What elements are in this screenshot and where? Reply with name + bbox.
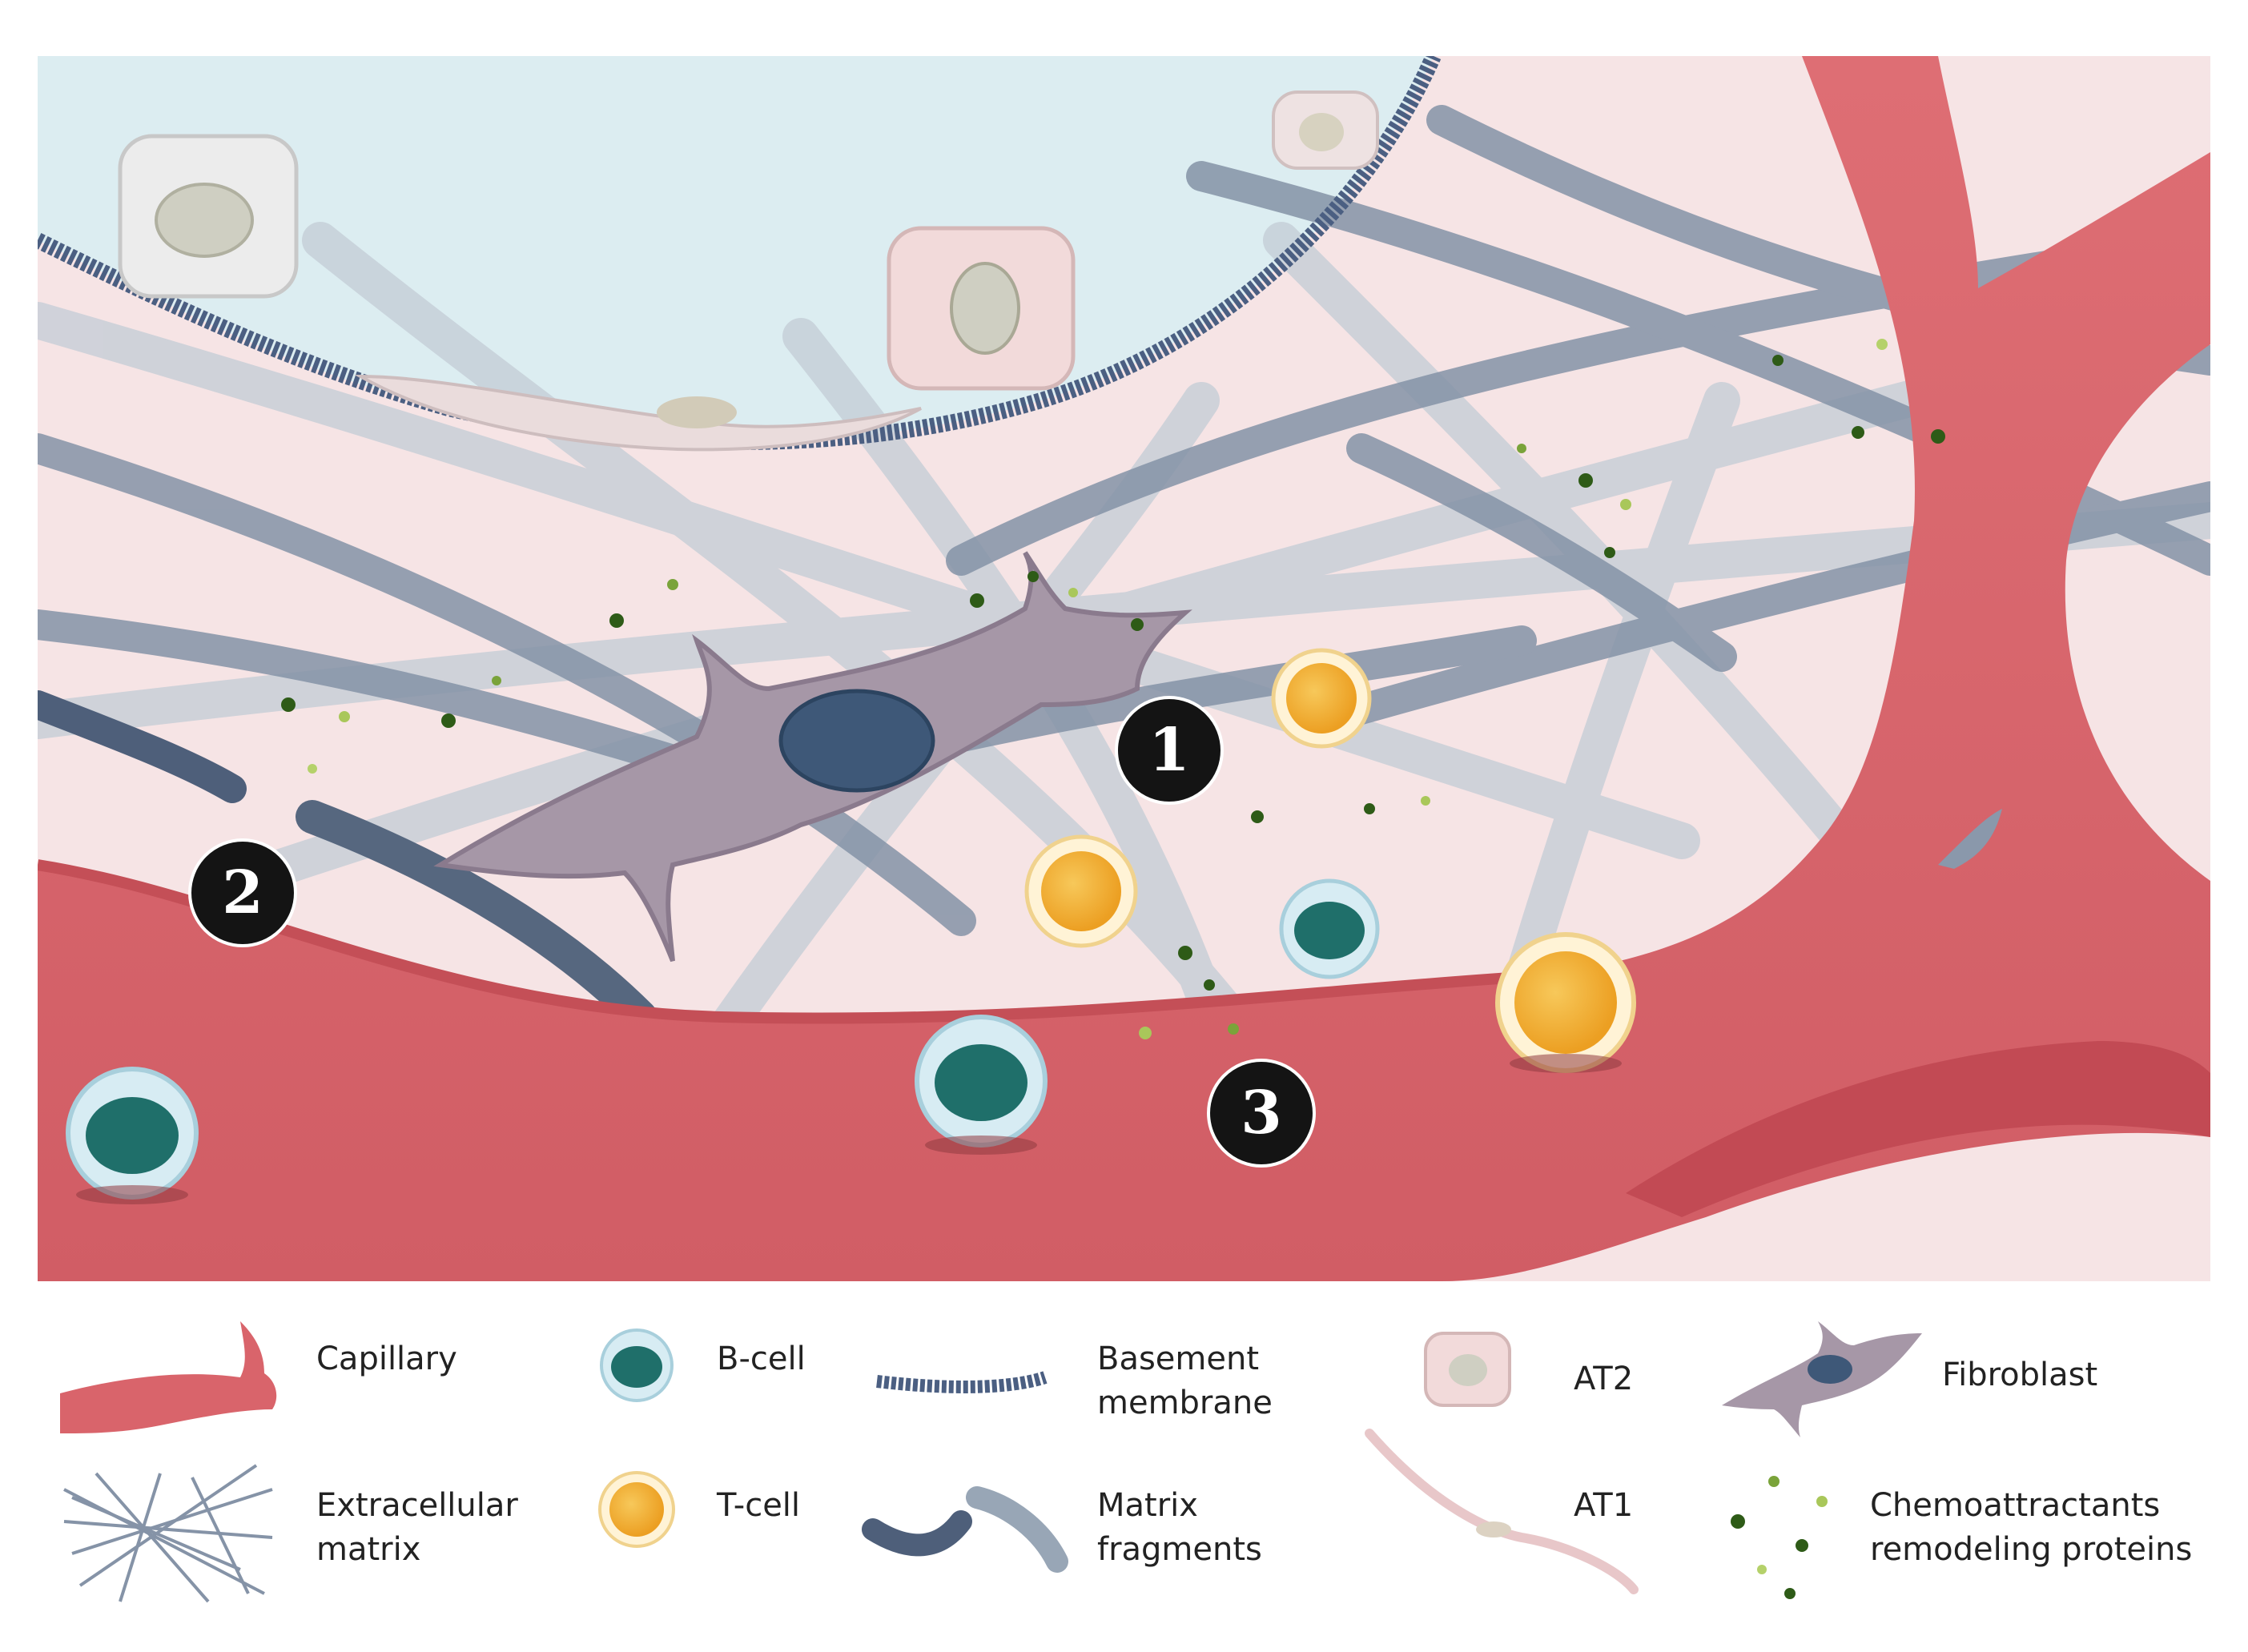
chemoattractants-label: Chemoattractants remodeling proteins (1870, 1487, 2192, 1568)
fibroblast-label: Fibroblast (1942, 1357, 2097, 1393)
fibroblast-nucleus (778, 689, 935, 793)
matrix-fragments-label: Matrix fragments (1097, 1487, 1262, 1568)
legend-item-extracellular-matrix: Extracellular matrix (63, 1464, 529, 1603)
t-cell (1024, 834, 1138, 948)
b-cell-legend-nucleus (611, 1346, 662, 1388)
extracellular-matrix-label: Extracellular matrix (316, 1487, 529, 1568)
at2-cell (887, 226, 1076, 391)
at2-cell (118, 134, 299, 299)
legend-background (38, 1281, 2210, 1618)
at2-legend-nucleus (1449, 1354, 1487, 1386)
legend-item-at1: AT1 (1365, 1429, 1639, 1594)
fibroblast (433, 551, 1192, 963)
chemoattractant-legend-icon (1731, 1476, 1828, 1599)
alveolar-space (38, 56, 1434, 442)
at2-label: AT2 (1574, 1361, 1633, 1397)
at1-legend-icon (1365, 1429, 1639, 1594)
at1-nucleus (657, 396, 737, 428)
fibroblast-legend-nucleus (1808, 1355, 1852, 1384)
legend: Capillary B-cell Basement membrane AT2 (38, 1281, 2210, 1618)
legend-item-matrix-fragments: Matrix fragments (862, 1486, 1262, 1573)
basement-membrane-label: Basement membrane (1097, 1340, 1273, 1421)
marker-3: 3 (1207, 1059, 1316, 1168)
at1-cell (354, 374, 922, 452)
matrix-fragment-light-icon (966, 1486, 1068, 1573)
t-cell (1271, 648, 1372, 749)
legend-item-fibroblast: Fibroblast (1722, 1321, 2097, 1437)
capillary-inner-shade (1626, 1041, 2210, 1217)
capillary (38, 56, 2210, 1281)
at2-cell (1272, 90, 1379, 170)
legend-item-b-cell: B-cell (600, 1328, 806, 1402)
marker-2: 2 (188, 838, 297, 947)
legend-item-basement-membrane: Basement membrane (876, 1340, 1273, 1421)
chemoattractant-dots (281, 339, 1945, 1039)
matrix-fragment-dark-icon (862, 1510, 972, 1557)
capillary-legend-icon (60, 1321, 277, 1433)
capillary-spur (1938, 809, 2002, 869)
svg-text:3: 3 (1241, 1079, 1282, 1148)
extracellular-matrix-dark (38, 105, 2210, 936)
b-cell (915, 1015, 1048, 1155)
basement-membrane-legend-icon (876, 1371, 1048, 1393)
t-cell-legend-core (609, 1482, 664, 1537)
marker-1: 1 (1115, 696, 1224, 805)
t-cell-label: T-cell (716, 1487, 800, 1524)
capillary-label: Capillary (316, 1340, 457, 1377)
legend-item-chemoattractants: Chemoattractants remodeling proteins (1731, 1476, 2192, 1599)
at1-legend-nucleus (1476, 1521, 1511, 1537)
b-cell (1279, 878, 1380, 979)
legend-item-at2: AT2 (1424, 1332, 1633, 1407)
at1-label: AT1 (1574, 1487, 1633, 1524)
extracellular-matrix-legend-icon (63, 1464, 273, 1603)
matrix-fragment-pair (38, 690, 658, 1034)
b-cell-label: B-cell (717, 1340, 806, 1377)
scene-panel: 1 2 3 (38, 56, 2210, 1281)
t-cell (1495, 932, 1636, 1073)
b-cell (66, 1067, 199, 1204)
svg-text:1: 1 (1148, 716, 1190, 785)
svg-text:2: 2 (222, 858, 263, 927)
legend-item-t-cell: T-cell (598, 1471, 800, 1548)
legend-item-capillary: Capillary (60, 1321, 457, 1433)
